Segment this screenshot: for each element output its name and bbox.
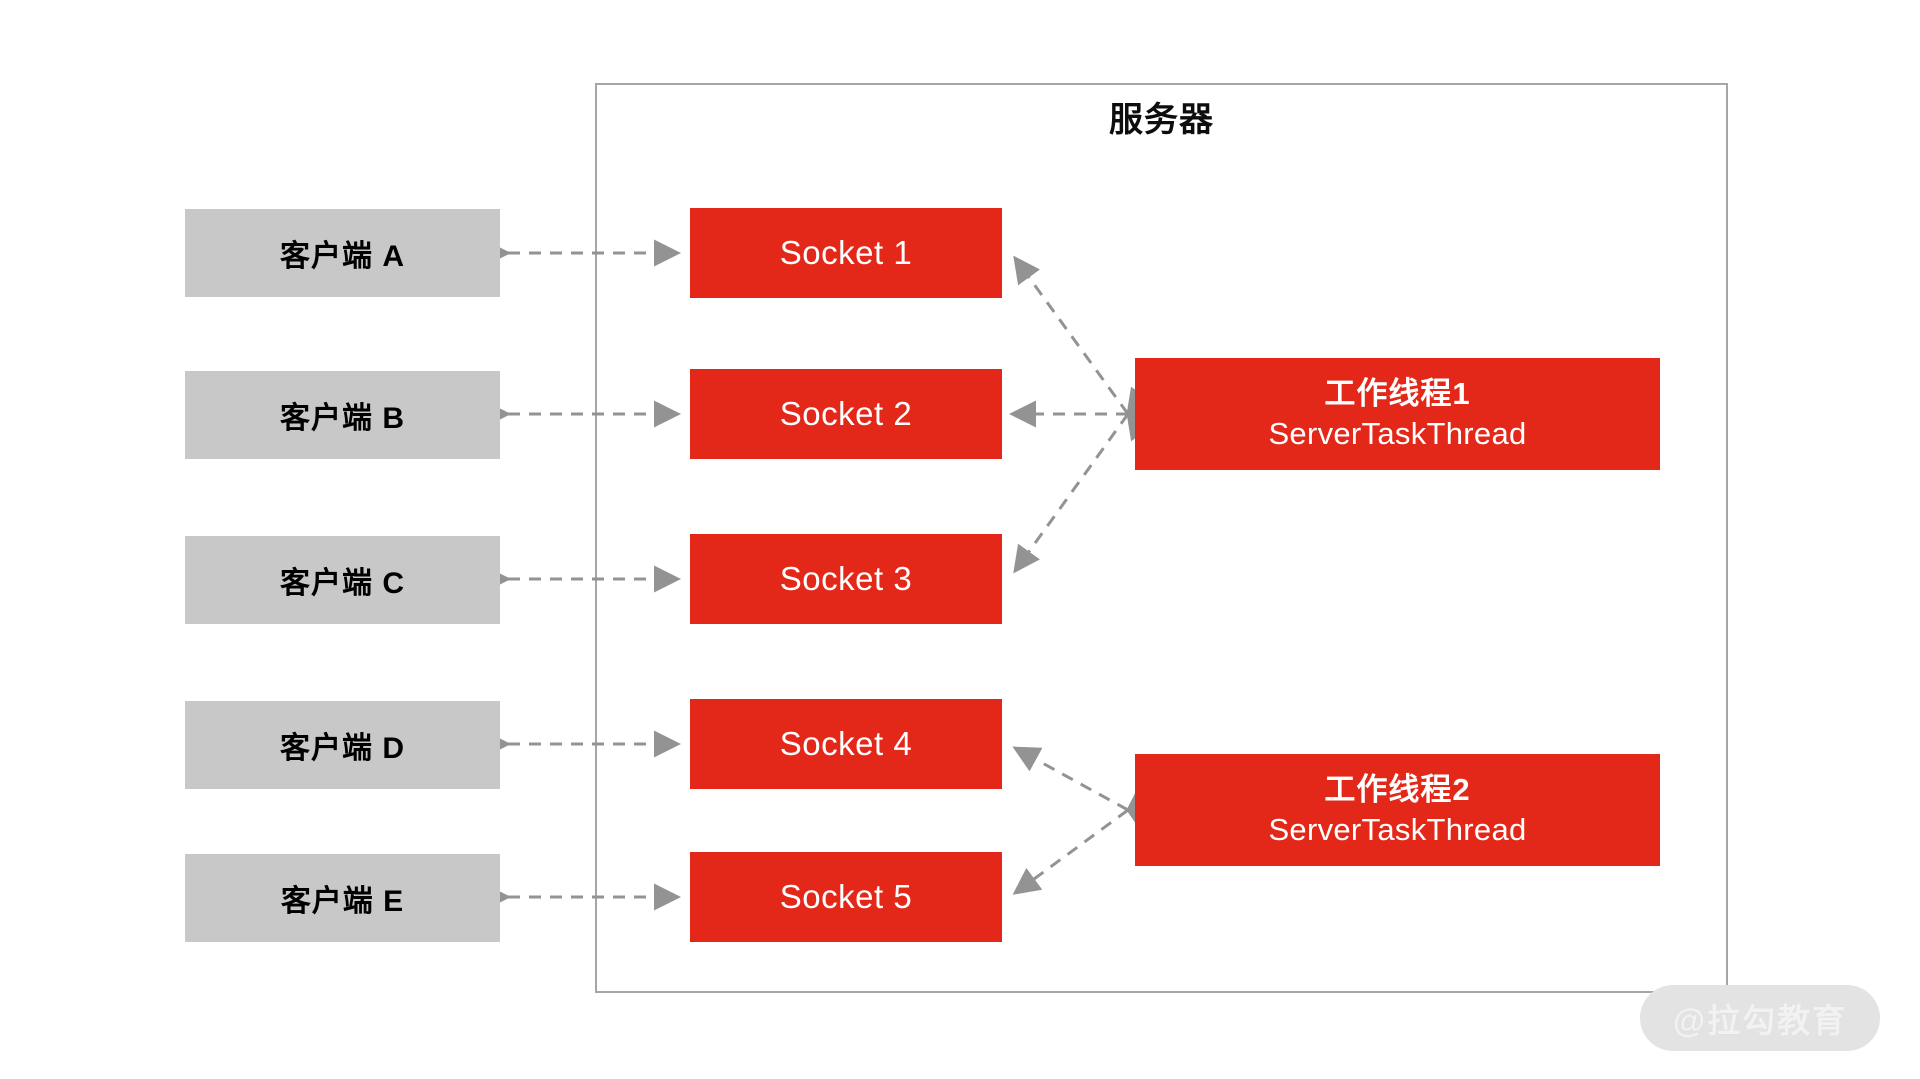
client-label-a: 客户端 A (280, 240, 405, 273)
socket-label-2: Socket 2 (779, 395, 913, 432)
socket-node-4[interactable]: Socket 4 (690, 699, 1002, 789)
client-label-e: 客户端 E (280, 885, 405, 918)
socket-label-1: Socket 1 (779, 234, 913, 271)
worker-thread-title-1: 工作线程1 (1324, 376, 1471, 411)
worker-thread-title-2: 工作线程2 (1324, 772, 1471, 807)
client-node-c[interactable]: 客户端 C (185, 536, 500, 624)
worker-thread-node-1[interactable]: 工作线程1 ServerTaskThread (1135, 358, 1660, 470)
socket-node-1[interactable]: Socket 1 (690, 208, 1002, 298)
client-label-b: 客户端 B (280, 402, 405, 435)
worker-thread-node-2[interactable]: 工作线程2 ServerTaskThread (1135, 754, 1660, 866)
client-label-c: 客户端 C (280, 567, 405, 600)
client-node-a[interactable]: 客户端 A (185, 209, 500, 297)
socket-node-3[interactable]: Socket 3 (690, 534, 1002, 624)
socket-label-5: Socket 5 (779, 878, 913, 915)
client-node-e[interactable]: 客户端 E (185, 854, 500, 942)
socket-label-3: Socket 3 (779, 560, 913, 597)
watermark-badge: @拉勾教育 (1640, 985, 1880, 1051)
client-node-b[interactable]: 客户端 B (185, 371, 500, 459)
worker-thread-subtitle-1: ServerTaskThread (1268, 416, 1527, 451)
socket-node-5[interactable]: Socket 5 (690, 852, 1002, 942)
socket-node-2[interactable]: Socket 2 (690, 369, 1002, 459)
client-label-d: 客户端 D (280, 732, 405, 765)
worker-thread-subtitle-2: ServerTaskThread (1268, 812, 1527, 847)
client-node-d[interactable]: 客户端 D (185, 701, 500, 789)
server-title: 服务器 (1109, 101, 1214, 139)
socket-label-4: Socket 4 (779, 725, 913, 762)
watermark-text: @拉勾教育 (1672, 1002, 1848, 1039)
